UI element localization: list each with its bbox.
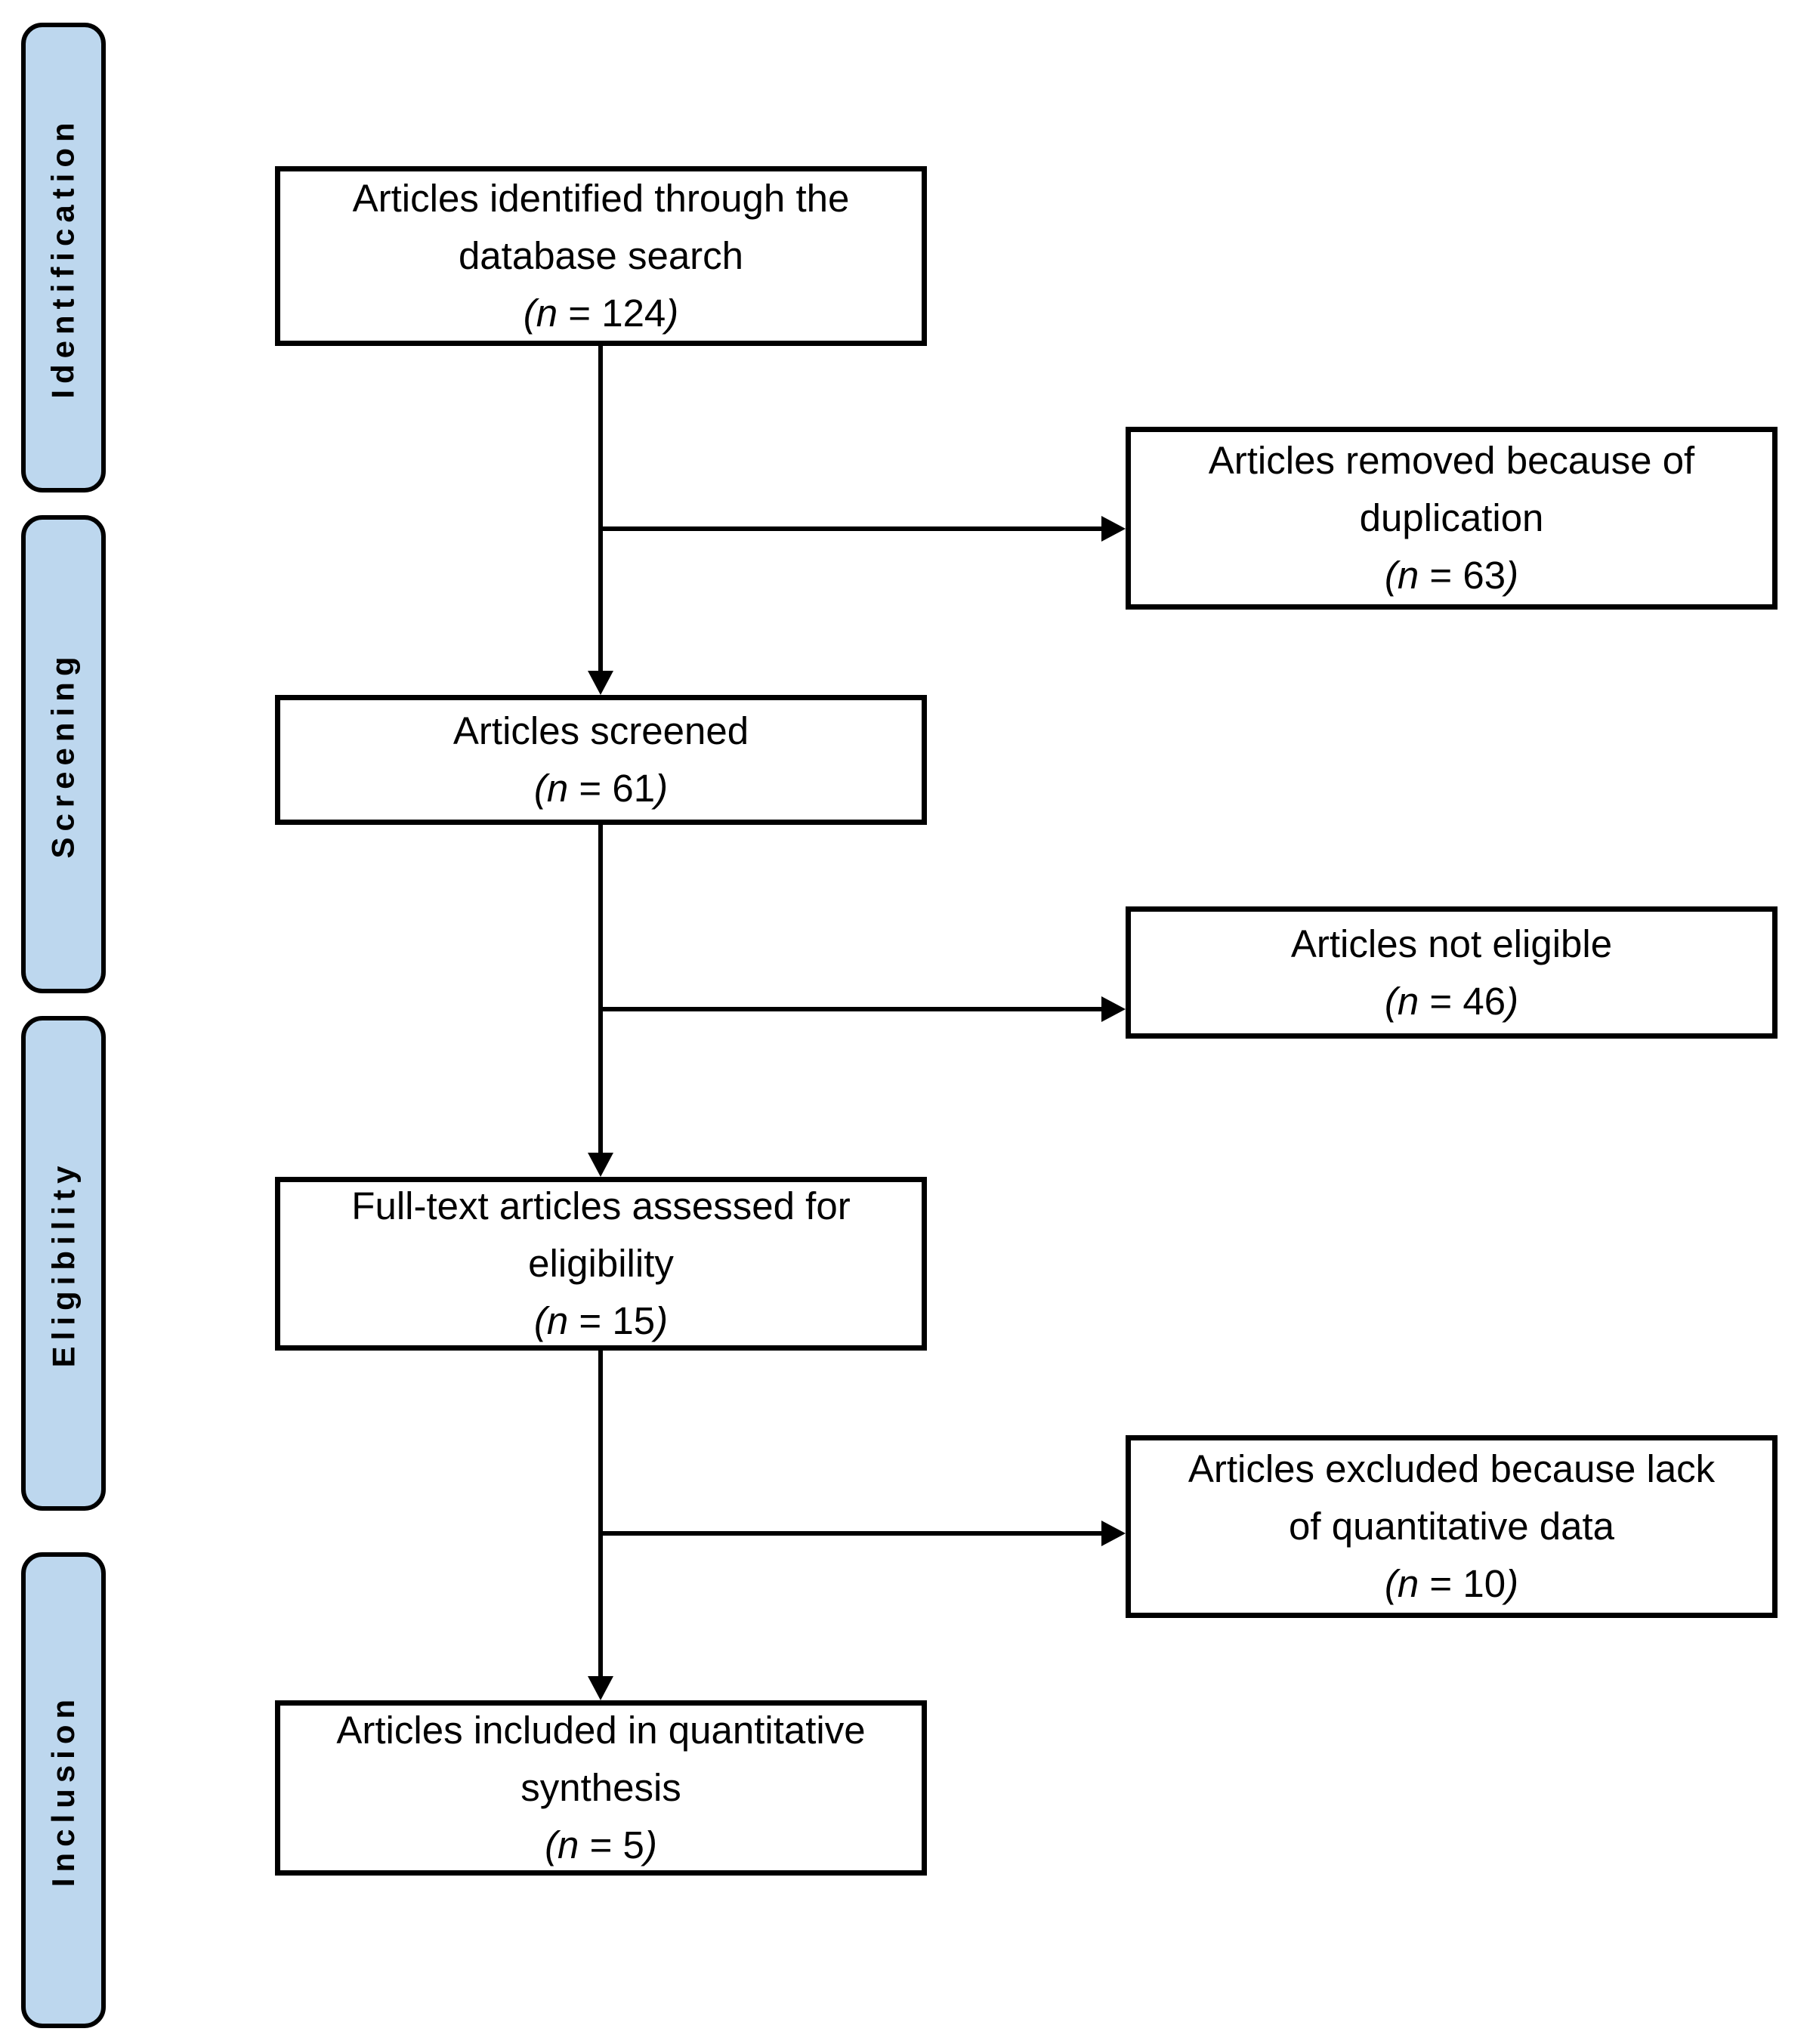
box-excluded-no-data: Articles excluded because lack of quanti… — [1126, 1435, 1778, 1618]
connector-fulltext-to-included — [598, 1348, 603, 1676]
stage-tab-screening: Screening — [21, 515, 106, 993]
box-count-line: (n = 46) — [1384, 979, 1519, 1023]
box-count-line: (n = 124) — [523, 292, 679, 335]
arrowhead-right-icon — [1101, 1521, 1126, 1546]
stage-label-identification: Identification — [45, 116, 81, 399]
stage-label-inclusion: Inclusion — [45, 1693, 82, 1888]
stage-label-eligibility: Eligibility — [45, 1159, 81, 1367]
box-text-line: Articles screened — [452, 709, 749, 752]
stage-tab-inclusion: Inclusion — [21, 1552, 106, 2028]
box-text-line: Articles identified through the — [352, 177, 850, 220]
box-not-eligible: Articles not eligible (n = 46) — [1126, 906, 1778, 1039]
connector-screened-to-fulltext — [598, 823, 603, 1153]
box-count-line: (n = 15) — [533, 1299, 669, 1342]
box-count-line: (n = 10) — [1384, 1562, 1519, 1605]
arrowhead-down-icon — [588, 671, 613, 695]
box-text-line: Full-text articles assessed for — [351, 1184, 851, 1227]
box-text-line: database search — [458, 234, 744, 277]
stage-label-screening: Screening — [45, 650, 82, 859]
box-text-line: eligibility — [528, 1242, 674, 1285]
arrowhead-down-icon — [588, 1153, 613, 1177]
box-text-line: of quantitative data — [1289, 1505, 1614, 1548]
branch-to-removed-duplication — [601, 526, 1103, 531]
box-text-line: Articles included in quantitative — [336, 1709, 866, 1752]
box-text-line: duplication — [1359, 496, 1544, 539]
stage-tab-identification: Identification — [21, 23, 106, 492]
box-text-line: synthesis — [520, 1766, 681, 1809]
arrowhead-right-icon — [1101, 516, 1126, 542]
box-removed-duplication: Articles removed because of duplication … — [1126, 427, 1778, 610]
arrowhead-down-icon — [588, 1676, 613, 1700]
box-articles-screened: Articles screened (n = 61) — [275, 695, 927, 825]
box-included-synthesis: Articles included in quantitative synthe… — [275, 1700, 927, 1876]
branch-to-excluded-no-data — [601, 1531, 1103, 1536]
box-count-line: (n = 61) — [533, 767, 669, 810]
arrowhead-right-icon — [1101, 996, 1126, 1022]
box-fulltext-assessed: Full-text articles assessed for eligibil… — [275, 1177, 927, 1351]
box-text-line: Articles not eligible — [1290, 922, 1613, 965]
connector-identified-to-screened — [598, 344, 603, 672]
box-count-line: (n = 5) — [545, 1823, 657, 1866]
box-text-line: Articles excluded because lack — [1188, 1447, 1716, 1490]
branch-to-not-eligible — [601, 1007, 1103, 1011]
box-articles-identified: Articles identified through the database… — [275, 166, 927, 346]
stage-tab-eligibility: Eligibility — [21, 1016, 106, 1511]
box-count-line: (n = 63) — [1384, 554, 1519, 597]
box-text-line: Articles removed because of — [1208, 439, 1695, 482]
